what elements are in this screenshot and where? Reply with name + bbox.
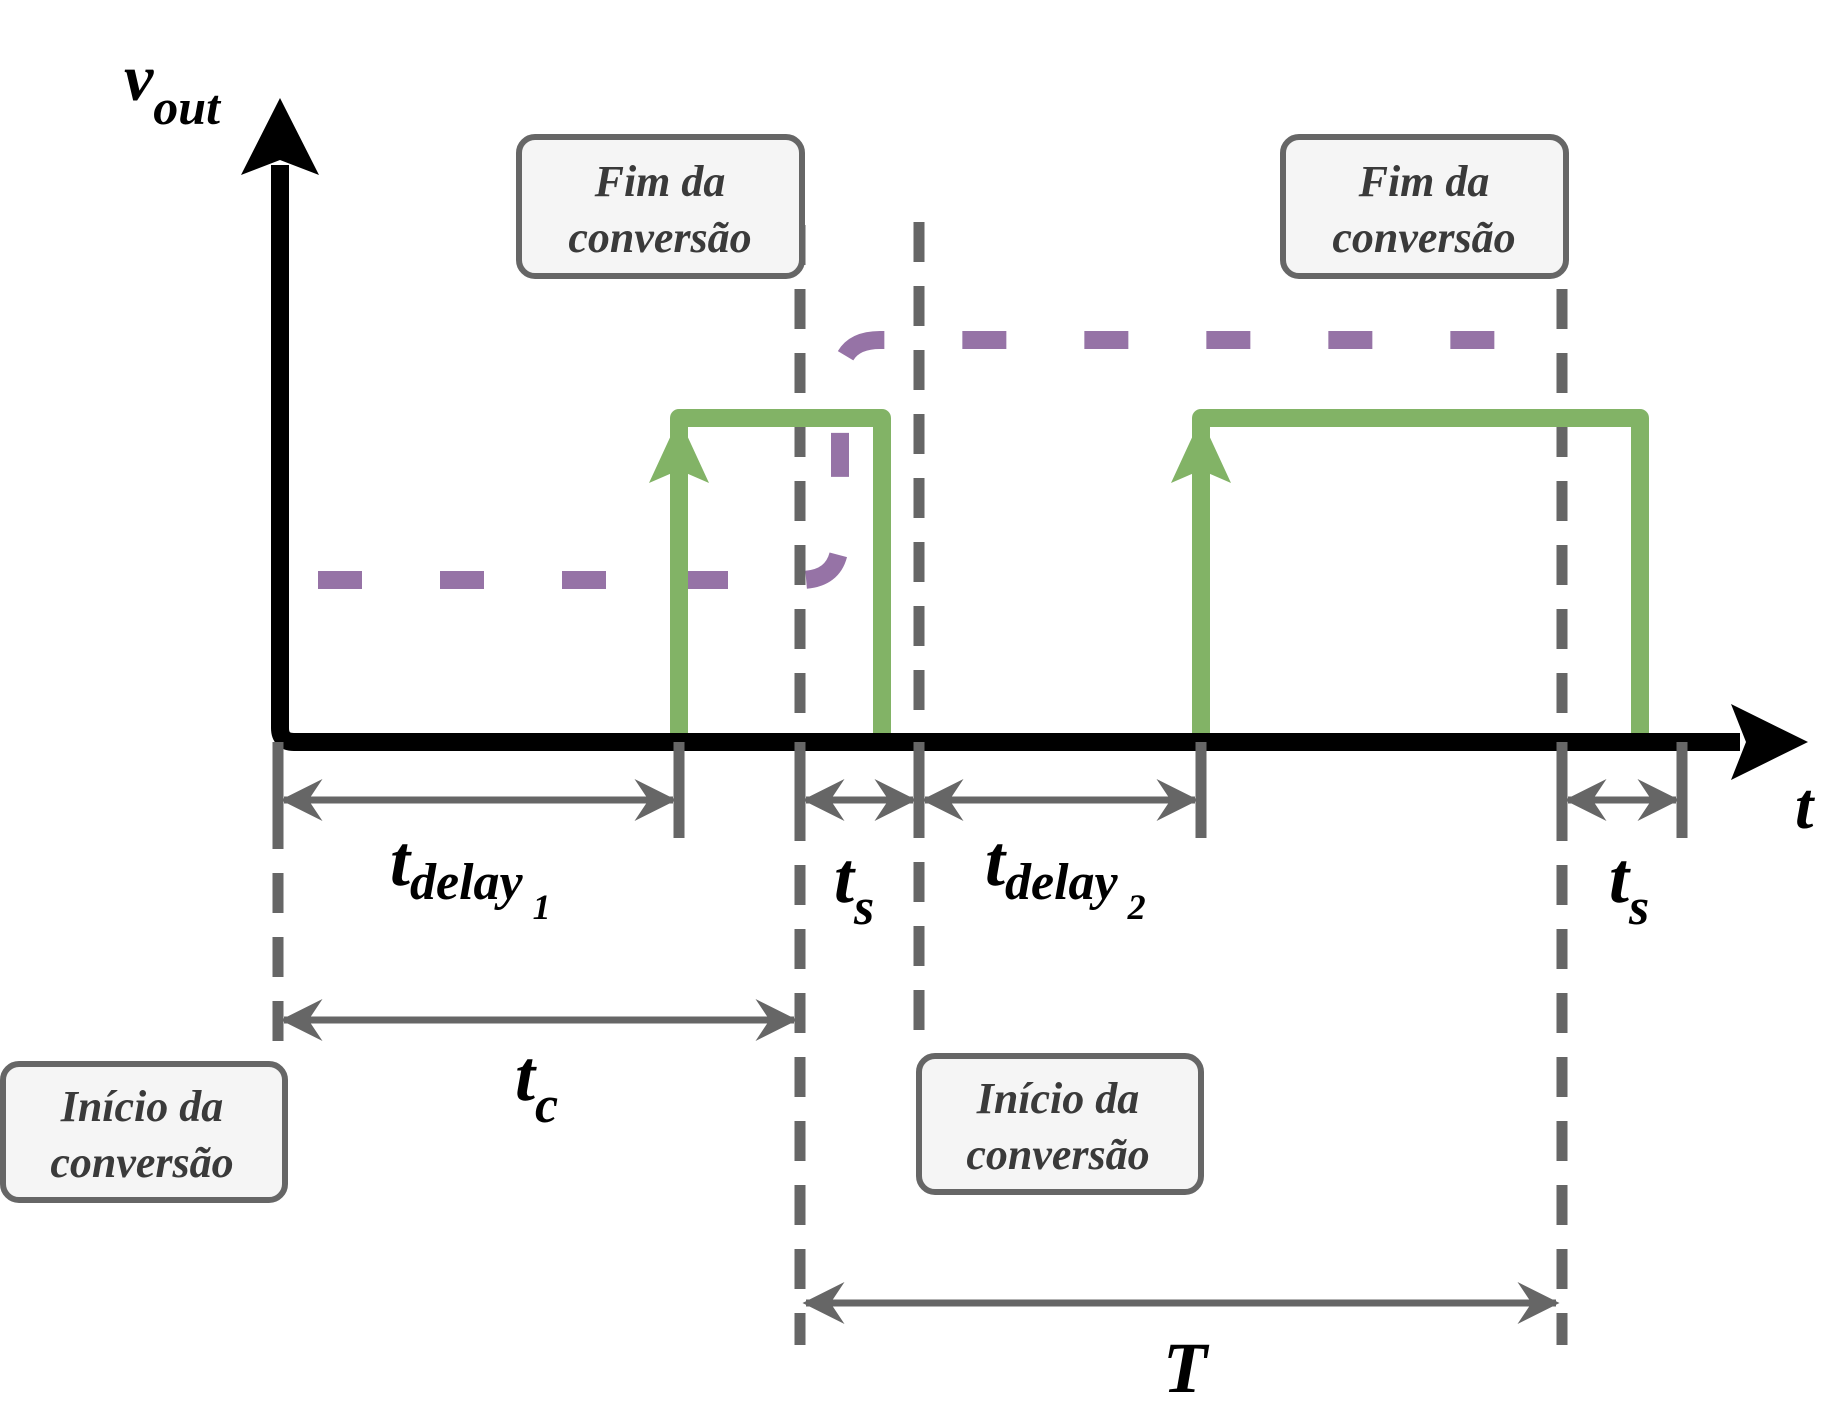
box-fim-2-line1: Fim da [1358, 157, 1490, 206]
box-fim-2-line2: conversão [1332, 213, 1515, 262]
box-fim-conversao-1: Fim da conversão [516, 134, 805, 279]
pulse-2 [1171, 409, 1649, 735]
box-inicio-2-line1: Início da [976, 1074, 1140, 1123]
x-axis-arrow-icon [1731, 704, 1808, 780]
y-axis [271, 165, 1740, 751]
label-t-s-2: ts [1609, 838, 1649, 936]
label-T: T [1163, 1328, 1210, 1408]
label-t-s-1: ts [834, 838, 874, 936]
pulse-2-arrow-icon [1171, 418, 1231, 483]
axes [241, 98, 1808, 780]
y-axis-arrow-icon [241, 98, 319, 175]
box-fim-1-line2: conversão [568, 213, 751, 262]
x-axis-label: t [1795, 770, 1815, 843]
box-inicio-2-line2: conversão [966, 1130, 1149, 1179]
y-axis-label: vout [124, 42, 222, 135]
marker-lines [272, 222, 1568, 1345]
output-signal [318, 331, 1562, 589]
dimension-arrows [280, 779, 1680, 1324]
label-t-c: tc [515, 1036, 558, 1134]
box-fim-1-line1: Fim da [594, 157, 726, 206]
box-inicio-1-line2: conversão [50, 1138, 233, 1187]
pulse-1 [649, 409, 891, 735]
pulse-1-arrow-icon [649, 418, 709, 483]
box-fim-conversao-2: Fim da conversão [1280, 134, 1569, 279]
box-inicio-conversao-2: Início da conversão [916, 1053, 1204, 1195]
box-inicio-conversao-1: Início da conversão [0, 1061, 288, 1203]
box-inicio-1-line1: Início da [60, 1082, 224, 1131]
dimension-ticks [272, 742, 1688, 838]
